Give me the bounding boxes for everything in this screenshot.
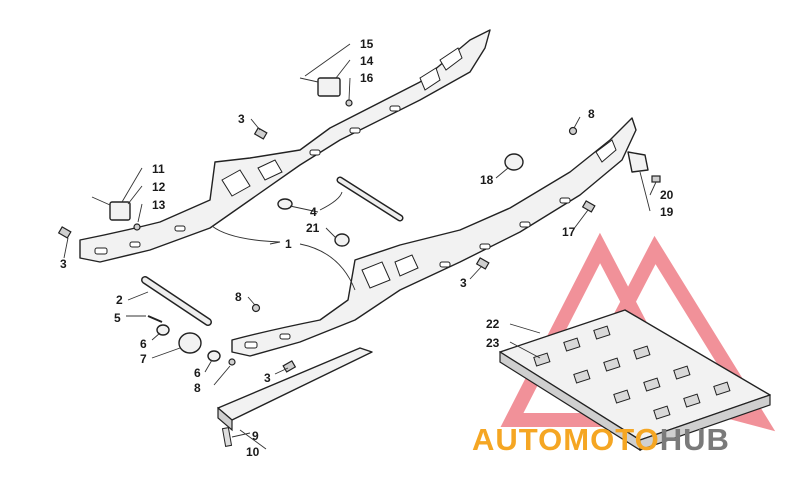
slide-strip xyxy=(217,347,373,447)
small-hardware xyxy=(57,77,661,373)
rail-rear-cutouts xyxy=(94,47,463,255)
callout-8: 8 xyxy=(588,107,595,121)
callout-18: 18 xyxy=(480,173,494,187)
watermark-moto: MOTO xyxy=(563,422,659,457)
callout-8: 8 xyxy=(194,381,201,395)
callout-16: 16 xyxy=(360,71,374,85)
leader-lines xyxy=(63,43,657,450)
callout-3: 3 xyxy=(60,257,67,271)
callout-6: 6 xyxy=(140,337,147,351)
callout-19: 19 xyxy=(660,205,674,219)
callout-7: 7 xyxy=(140,352,147,366)
callout-10: 10 xyxy=(246,445,260,459)
callout-4: 4 xyxy=(310,205,317,219)
track-belt xyxy=(499,309,771,452)
callout-20: 20 xyxy=(660,188,674,202)
rail-front xyxy=(231,117,637,357)
callout-11: 11 xyxy=(152,162,165,176)
callout-13: 13 xyxy=(152,198,166,212)
callout-9: 9 xyxy=(252,429,259,443)
callout-23: 23 xyxy=(486,336,500,350)
rail-front-cutouts xyxy=(244,139,617,349)
callout-1: 1 xyxy=(285,237,292,251)
callout-14: 14 xyxy=(360,54,374,68)
callout-2: 2 xyxy=(116,293,123,307)
callout-17: 17 xyxy=(562,225,576,239)
callout-5: 5 xyxy=(114,311,121,325)
callout-22: 22 xyxy=(486,317,500,331)
callout-3: 3 xyxy=(460,276,467,290)
rail-rear xyxy=(79,29,491,263)
callout-21: 21 xyxy=(306,221,320,235)
cross-shaft-upper xyxy=(336,176,404,222)
callout-8: 8 xyxy=(235,290,242,304)
watermark-auto: AUTO xyxy=(472,422,563,457)
svg-text:AUTOMOTOHUB: AUTOMOTOHUB xyxy=(472,422,730,457)
callout-12: 12 xyxy=(152,180,166,194)
callout-15: 15 xyxy=(360,37,374,51)
callout-6: 6 xyxy=(194,366,201,380)
watermark-hub: HUB xyxy=(660,422,730,457)
cross-shaft-lower xyxy=(141,276,212,326)
callout-3: 3 xyxy=(238,112,245,126)
callouts: 1 2 3 3 3 3 4 5 6 6 7 8 8 8 9 10 11 12 1… xyxy=(60,37,674,459)
callout-3: 3 xyxy=(264,371,271,385)
watermark-text: AUTOMOTOHUB xyxy=(472,422,730,457)
